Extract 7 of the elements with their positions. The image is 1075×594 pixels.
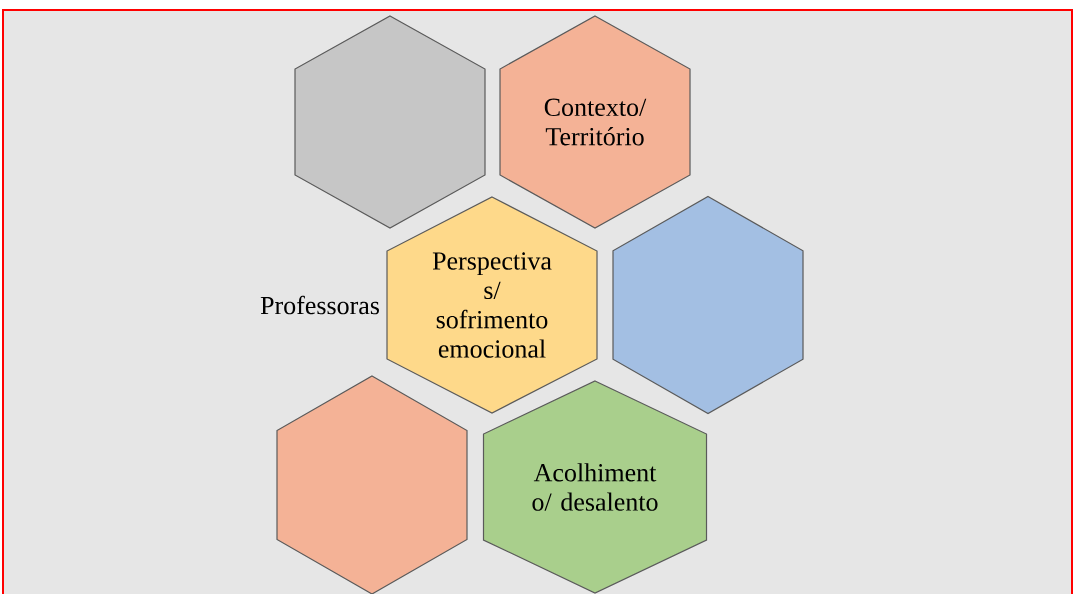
hexagon <box>276 375 468 594</box>
hexagon <box>294 15 486 229</box>
hexagon: Acolhiment o/ desalento <box>482 380 708 594</box>
hexagon: Contexto/ Território <box>499 15 691 229</box>
hexagon: Perspectiva s/ sofrimento emocional <box>386 196 598 414</box>
hexagon <box>612 195 804 415</box>
side-label: Professoras <box>260 295 379 315</box>
